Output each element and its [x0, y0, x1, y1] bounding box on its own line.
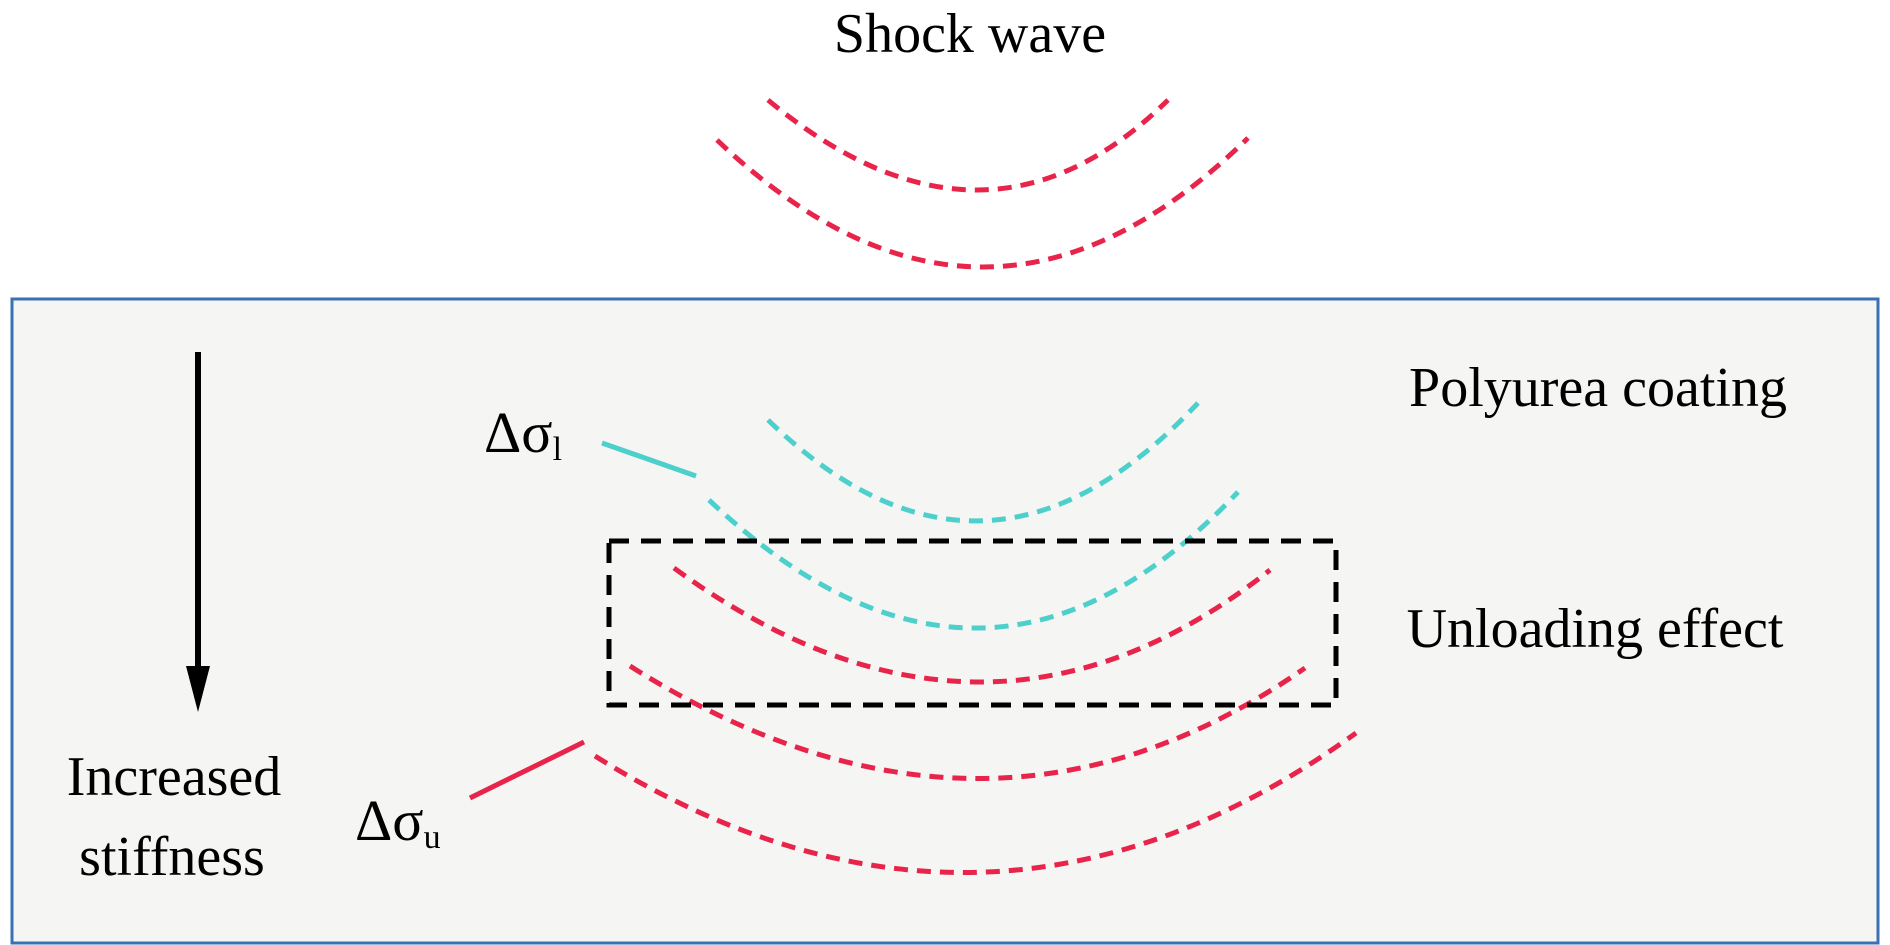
unloading-effect-label: Unloading effect — [1407, 598, 1784, 660]
stiffness-label-line2: stiffness — [79, 826, 265, 888]
delta-sigma-l-subscript: l — [553, 431, 562, 468]
delta-sigma-l-symbol: Δσ — [484, 400, 553, 465]
delta-sigma-u-subscript: u — [424, 819, 441, 856]
panel-label: Polyurea coating — [1409, 357, 1787, 419]
stiffness-arrow-head — [186, 666, 210, 712]
delta-sigma-l-label: Δσl — [484, 400, 562, 468]
transmitted-wave-2 — [628, 663, 1307, 781]
incident-wave-inner — [766, 98, 1170, 193]
unloading-effect-box — [606, 538, 1339, 708]
transmitted-wave-1 — [672, 565, 1272, 685]
delta-sigma-l-leader — [601, 440, 697, 479]
delta-sigma-u-label: Δσu — [355, 788, 441, 856]
unloading-wave-outer — [707, 490, 1240, 631]
stiffness-label-line1: Increased — [67, 746, 282, 808]
delta-sigma-u-leader — [468, 739, 586, 801]
incident-wave-outer — [715, 136, 1250, 270]
title: Shock wave — [834, 3, 1106, 65]
delta-sigma-u-symbol: Δσ — [355, 788, 424, 853]
transmitted-wave-3 — [593, 730, 1358, 875]
coating-panel — [10, 297, 1880, 945]
unloading-wave-inner — [766, 401, 1200, 524]
